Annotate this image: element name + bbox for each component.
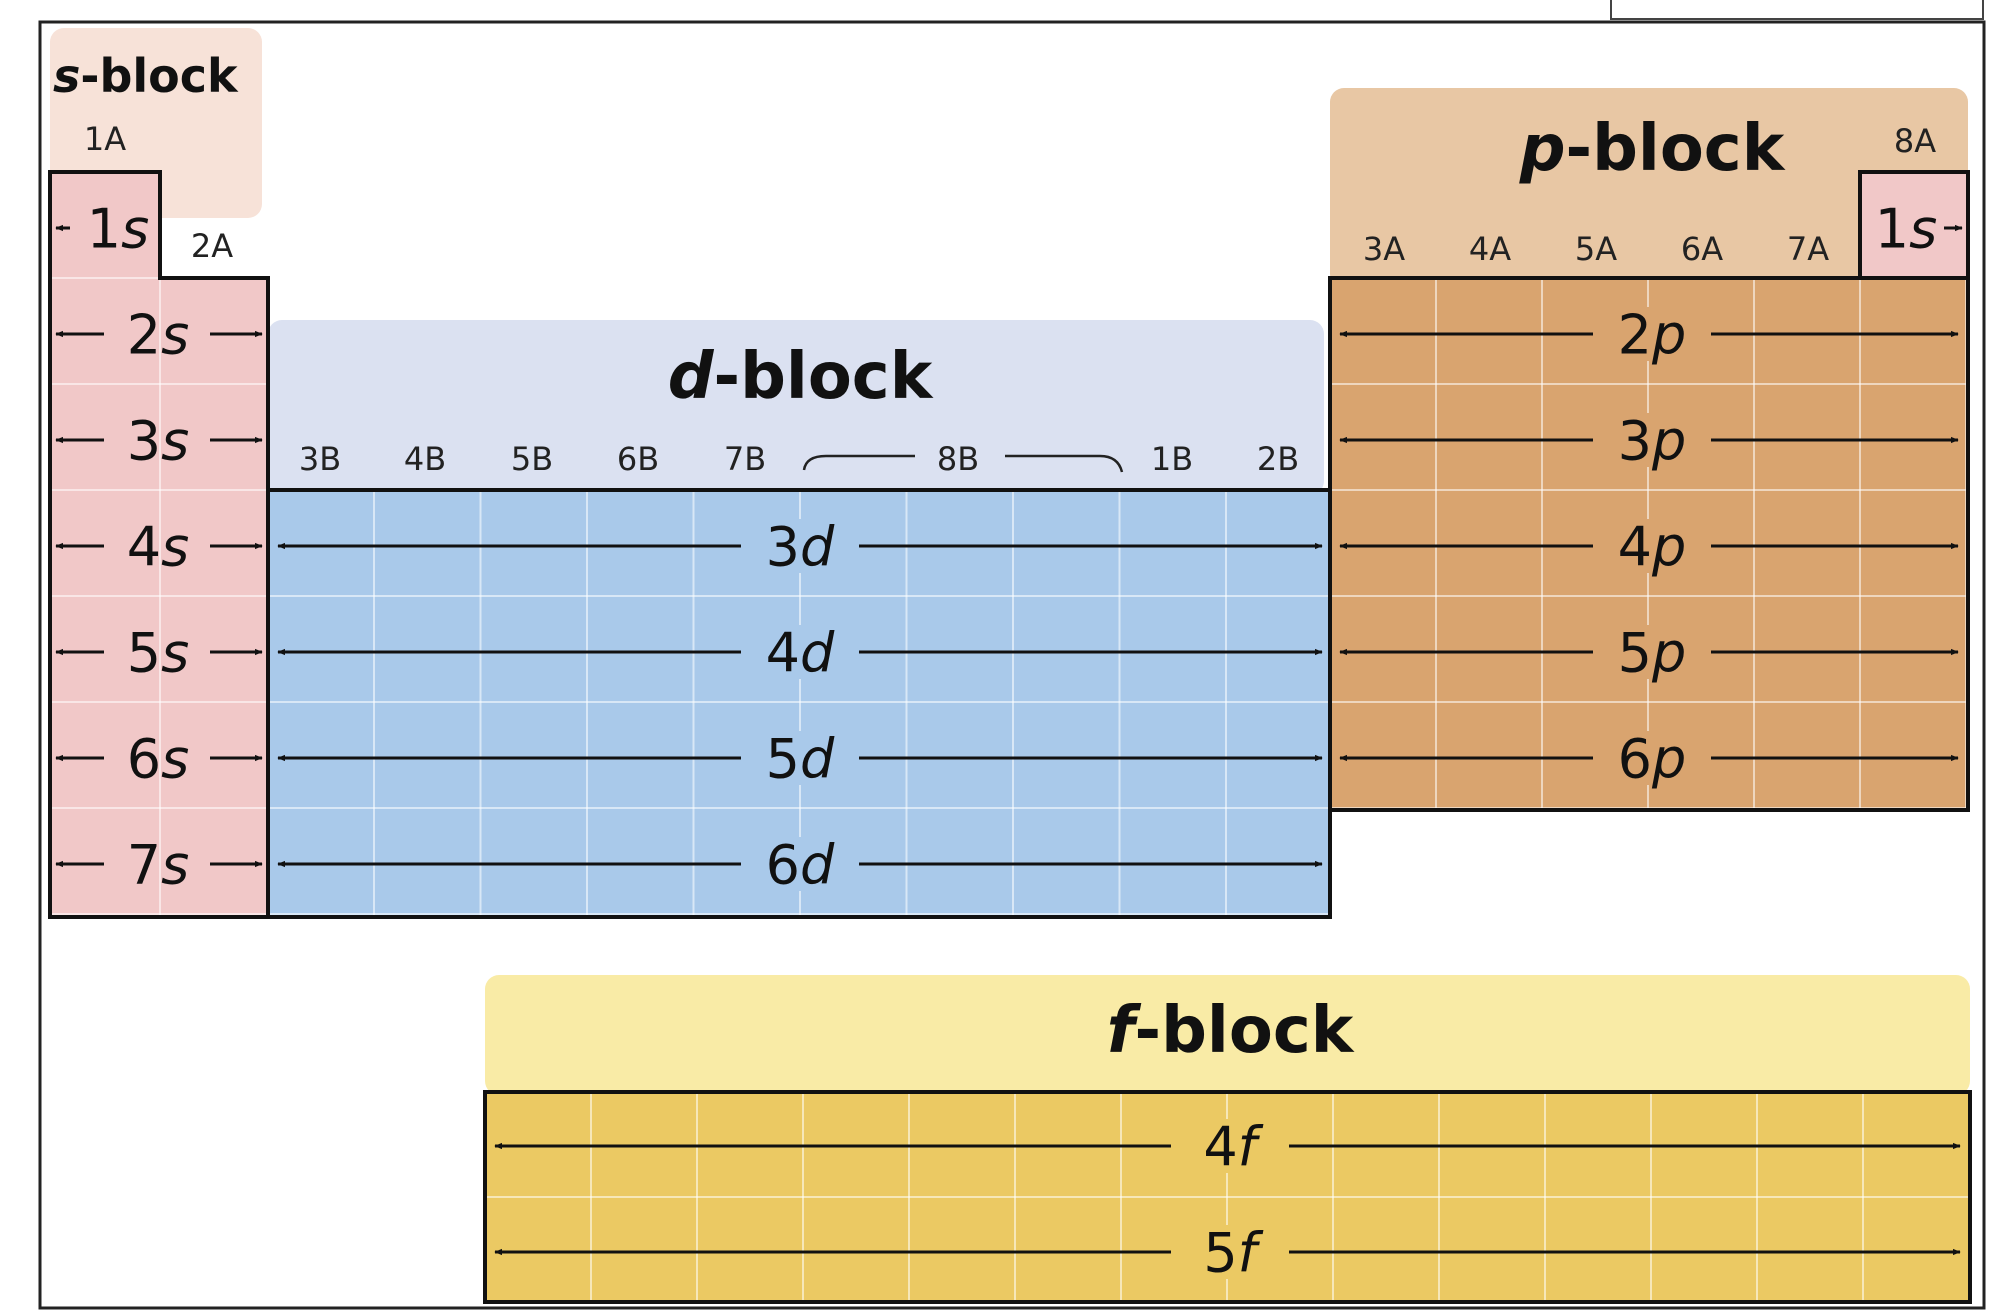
group-label-6A: 6A [1681, 230, 1723, 268]
label-backdrop [1171, 1225, 1289, 1279]
group-label-5B: 5B [511, 440, 553, 478]
he-cell-fill [1860, 172, 1968, 278]
orbital-row-1s-helium-label: 1s [1875, 197, 1938, 260]
orbital-row-4s: 4s [55, 515, 263, 578]
group-label-3A: 3A [1363, 230, 1405, 268]
orbital-row-6s: 6s [55, 727, 263, 790]
orbital-row-2s: 2s [55, 303, 263, 366]
group-label-4B: 4B [404, 440, 446, 478]
d-block-title: d-block [668, 340, 934, 414]
orbital-row-3d-label: 3d [766, 515, 835, 578]
8B-brace-right [1005, 454, 1124, 473]
orbital-row-4d-label: 4d [766, 621, 835, 684]
group-label-2A: 2A [191, 227, 233, 265]
group-label-1A: 1A [84, 120, 126, 158]
orbital-row-2p-label: 2p [1618, 303, 1687, 366]
he-cell-outline [1858, 170, 1970, 278]
label-backdrop [1593, 625, 1711, 679]
d-block-header-bg [268, 320, 1324, 495]
orbital-row-2s-label: 2s [127, 303, 190, 366]
8B-brace-left [802, 454, 915, 471]
group-label-6B: 6B [617, 440, 659, 478]
group-label-7B: 7B [724, 440, 766, 478]
orbital-row-4f: 4f [494, 1115, 1961, 1178]
orbital-row-5f: 5f [494, 1221, 1961, 1284]
orbital-row-3s: 3s [55, 409, 263, 472]
label-backdrop [1593, 307, 1711, 361]
label-backdrop [1593, 413, 1711, 467]
orbital-row-3p-label: 3p [1618, 409, 1687, 472]
orbital-row-5f-label: 5f [1203, 1221, 1263, 1284]
orbital-row-5p: 5p [1339, 621, 1959, 684]
group-label-4A: 4A [1469, 230, 1511, 268]
f-block-header-bg [485, 975, 1970, 1095]
group-label-5A: 5A [1575, 230, 1617, 268]
f-block-outline [483, 1090, 1972, 1304]
orbital-row-6s-label: 6s [127, 727, 190, 790]
group-label-8B: 8B [937, 440, 979, 478]
group-label-3B: 3B [299, 440, 341, 478]
label-backdrop [741, 837, 859, 891]
label-backdrop [741, 519, 859, 573]
orbital-row-5d-label: 5d [766, 727, 835, 790]
orbital-row-5d: 5d [277, 727, 1323, 790]
orbital-row-6p-label: 6p [1618, 727, 1687, 790]
orbital-row-6d-label: 6d [766, 833, 835, 896]
group-label-1B: 1B [1151, 440, 1193, 478]
orbital-row-6p: 6p [1339, 727, 1959, 790]
p-block-title: p-block [1519, 112, 1786, 186]
f-block-title: f-block [1107, 994, 1355, 1068]
orbital-row-4f-label: 4f [1203, 1115, 1263, 1178]
top-right-box [1610, 0, 1984, 20]
orbital-row-2p: 2p [1339, 303, 1959, 366]
label-backdrop [741, 731, 859, 785]
d-block-outline [268, 488, 1332, 919]
orbital-rows: 2s 3s 4s 5s 6s 7s 1s 1s 2p 3p 4p 5p 6p 3d 4d 5d 6d 4f 5f [55, 197, 1963, 1284]
orbital-row-4p: 4p [1339, 515, 1959, 578]
orbital-row-1s-helium: 1s [1875, 197, 1963, 260]
group-label-2B: 2B [1257, 440, 1299, 478]
orbital-row-4s-label: 4s [127, 515, 190, 578]
group-label-8A: 8A [1894, 122, 1936, 160]
orbital-row-4d: 4d [277, 621, 1323, 684]
label-backdrop [1593, 519, 1711, 573]
orbital-row-1s-label: 1s [87, 197, 150, 260]
orbital-row-3d: 3d [277, 515, 1323, 578]
label-backdrop [741, 625, 859, 679]
label-backdrop [1593, 731, 1711, 785]
s-block-outline [48, 170, 270, 919]
label-backdrop [1171, 1119, 1289, 1173]
orbital-row-4p-label: 4p [1618, 515, 1687, 578]
orbital-row-6d: 6d [277, 833, 1323, 896]
orbital-row-5p-label: 5p [1618, 621, 1687, 684]
orbital-row-5s-label: 5s [127, 621, 190, 684]
group-label-7A: 7A [1787, 230, 1829, 268]
orbital-row-3p: 3p [1339, 409, 1959, 472]
orbital-row-1s: 1s [55, 197, 150, 260]
orbital-row-3s-label: 3s [127, 409, 190, 472]
orbital-row-7s: 7s [55, 833, 263, 896]
p-block-header-bg [1330, 88, 1968, 288]
orbital-row-7s-label: 7s [127, 833, 190, 896]
outer-frame [38, 20, 1986, 1310]
s-block-title: s-block [53, 49, 239, 103]
orbital-row-5s: 5s [55, 621, 263, 684]
